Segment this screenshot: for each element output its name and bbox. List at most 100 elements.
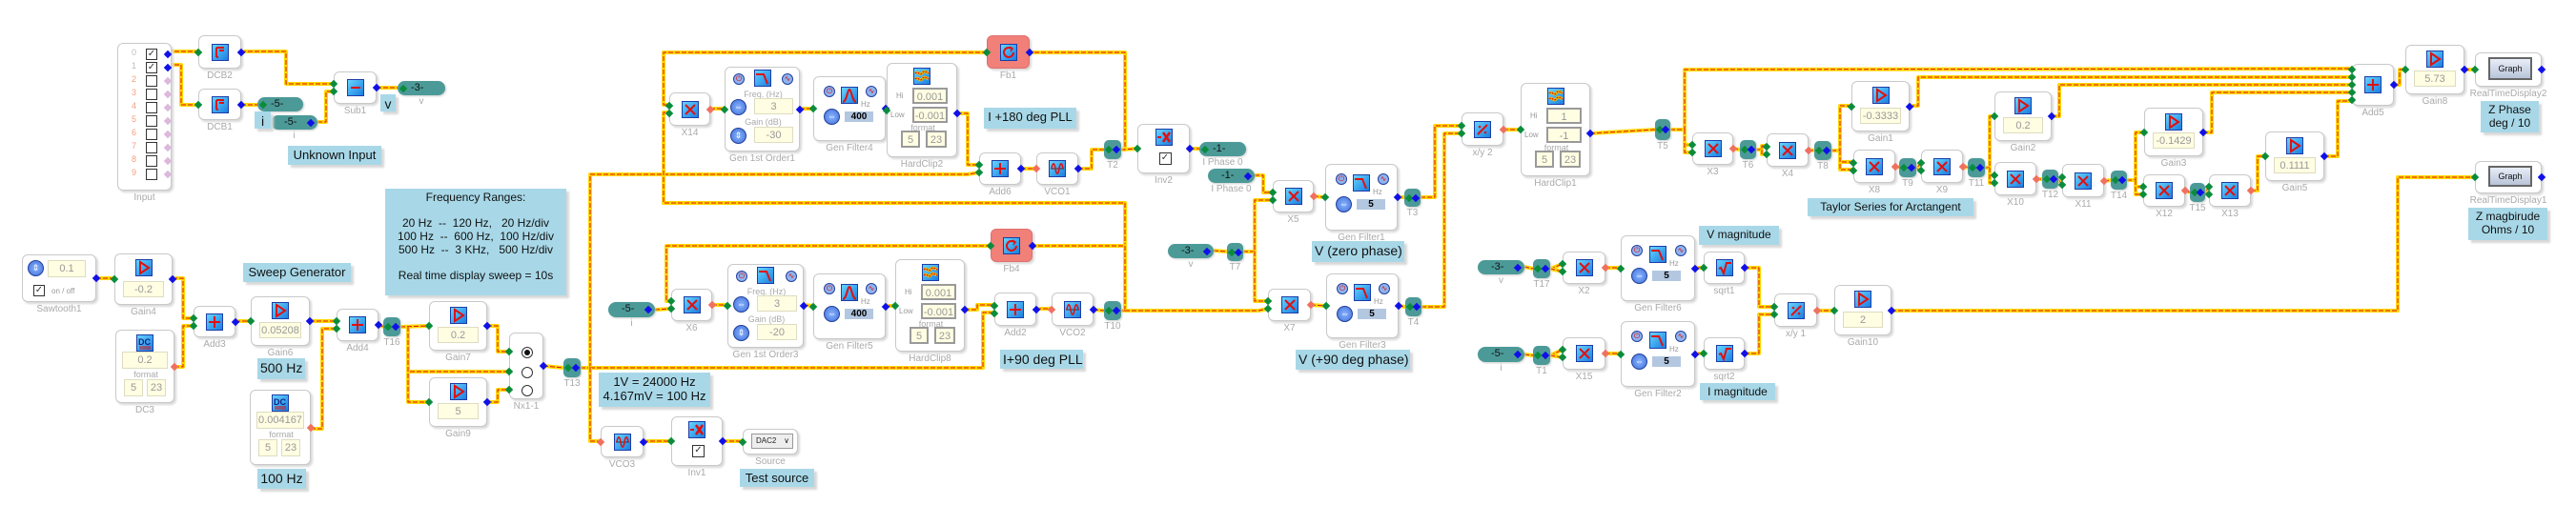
signal-tag-tag1b[interactable]: -1- <box>1208 169 1255 183</box>
format-digits-field[interactable]: 5 <box>901 131 920 148</box>
signal-wire[interactable] <box>589 172 980 368</box>
input-channel-checkbox[interactable] <box>146 169 157 180</box>
block-gain6[interactable]: 0.05208 <box>251 296 310 346</box>
signal-wire[interactable] <box>1243 198 1273 253</box>
hi-limit-field[interactable]: 0.001 <box>921 284 956 300</box>
gain-value-field[interactable]: -0.3333 <box>1860 108 1901 124</box>
format-digits-field[interactable]: 5 <box>124 379 143 396</box>
signal-wire[interactable] <box>957 112 979 166</box>
block-vco2[interactable] <box>1052 293 1094 326</box>
signal-wire[interactable] <box>1989 168 1994 184</box>
block-sawtooth1[interactable]: ⇕0.1✓on / off <box>22 254 96 302</box>
selector-radio-1[interactable] <box>521 347 533 358</box>
block-x14[interactable] <box>669 92 710 126</box>
input-channel-checkbox[interactable]: ✓ <box>146 62 157 73</box>
block-rtd2[interactable]: Graph <box>2475 52 2542 87</box>
signal-wire[interactable] <box>174 324 194 369</box>
gain-adjust-icon[interactable]: ⇕ <box>733 325 749 341</box>
block-x6[interactable] <box>671 289 712 321</box>
input-channel-checkbox[interactable] <box>146 155 157 167</box>
block-sqrt2[interactable] <box>1704 337 1745 370</box>
block-gain8[interactable]: 5.73 <box>2405 45 2464 94</box>
signal-tag-tag5c[interactable]: -5- <box>1478 347 1524 362</box>
invert-checkbox[interactable]: ✓ <box>692 445 705 457</box>
gain-db-field[interactable]: -30 <box>754 127 793 143</box>
signal-wire[interactable] <box>1421 132 1462 308</box>
signal-wire[interactable] <box>311 327 337 431</box>
signal-tag-tag3v2[interactable]: -3- <box>1168 244 1214 258</box>
signal-tag-tag3c[interactable]: -3- <box>1478 260 1524 274</box>
input-channel-checkbox[interactable] <box>146 75 157 87</box>
cutoff-frequency-field[interactable]: 5 <box>1652 271 1681 281</box>
source-select[interactable]: DAC2∨ <box>751 434 793 449</box>
gain-adjust-icon[interactable]: ⇕ <box>730 128 746 144</box>
format-decimals-field[interactable]: 23 <box>926 131 947 148</box>
signal-wire[interactable] <box>590 312 994 369</box>
frequency-adjust-icon[interactable]: ⇔ <box>733 296 749 313</box>
format-digits-field[interactable]: 5 <box>910 327 929 344</box>
signal-wire[interactable] <box>1523 266 1534 270</box>
block-inv1[interactable]: ✓ <box>671 416 723 466</box>
signal-wire[interactable] <box>173 277 194 319</box>
block-gain5[interactable]: 0.1111 <box>2265 131 2324 181</box>
cutoff-frequency-field[interactable]: 400 <box>845 111 873 122</box>
block-rtd1[interactable]: Graph <box>2475 161 2542 193</box>
hi-limit-field[interactable]: 1 <box>1546 108 1582 124</box>
block-sqrt1[interactable] <box>1704 252 1745 284</box>
block-dcb1[interactable] <box>198 89 241 120</box>
block-genfilter1[interactable]: ⏻∿Hz⇔5 <box>1325 164 1398 231</box>
selector-radio-2[interactable] <box>521 367 533 378</box>
block-sub1[interactable] <box>334 71 377 104</box>
block-add5[interactable] <box>2352 64 2394 106</box>
block-source[interactable]: DAC2∨ <box>743 429 798 454</box>
power-icon[interactable]: ⏻ <box>1631 245 1643 256</box>
input-channel-checkbox[interactable] <box>146 142 157 153</box>
block-xy2[interactable] <box>1462 112 1503 146</box>
power-icon[interactable]: ⏻ <box>1337 283 1348 294</box>
signal-wire[interactable] <box>1030 50 1127 151</box>
block-add2[interactable] <box>994 293 1036 326</box>
frequency-adjust-icon[interactable]: ⇔ <box>1337 306 1353 322</box>
on-off-checkbox[interactable]: ✓ <box>33 285 45 296</box>
signal-wire[interactable] <box>1756 145 1767 151</box>
signal-wire[interactable] <box>1243 199 1273 252</box>
signal-wire[interactable] <box>1589 129 1656 134</box>
signal-wire[interactable] <box>168 64 198 106</box>
selector-radio-3[interactable] <box>521 385 533 396</box>
gain-db-field[interactable]: -20 <box>757 324 797 340</box>
signal-wire[interactable] <box>1831 105 1851 151</box>
signal-wire[interactable] <box>1255 174 1273 193</box>
signal-wire[interactable] <box>1421 131 1462 309</box>
signal-wire[interactable] <box>487 325 509 353</box>
input-channel-checkbox[interactable] <box>146 102 157 113</box>
signal-wire[interactable] <box>965 304 994 311</box>
dc-value-field[interactable]: 0.2 <box>122 352 168 369</box>
power-icon[interactable]: ⏻ <box>1336 173 1347 185</box>
block-dcb2[interactable] <box>198 35 241 69</box>
gain-value-field[interactable]: 5.73 <box>2414 71 2456 87</box>
low-limit-field[interactable]: -0.001 <box>912 107 948 123</box>
signal-tag-tag1a[interactable]: -1- <box>1199 142 1246 156</box>
signal-tag-tag3v[interactable]: -3- <box>398 81 445 95</box>
up-down-icon[interactable]: ⇕ <box>28 260 44 276</box>
signal-wire[interactable] <box>1254 252 1268 302</box>
block-vco3[interactable] <box>601 426 644 457</box>
block-genfilter4[interactable]: ⏻∿Hz⇔400 <box>813 76 886 141</box>
signal-wire[interactable] <box>407 327 429 403</box>
block-gain7[interactable]: 0.2 <box>429 301 487 351</box>
signal-wire[interactable] <box>1891 176 2475 312</box>
frequency-adjust-icon[interactable]: ⇔ <box>824 306 840 322</box>
signal-wire[interactable] <box>1910 76 2352 107</box>
block-x13[interactable] <box>2209 174 2251 207</box>
cutoff-frequency-field[interactable]: 5 <box>1358 309 1386 319</box>
signal-wire[interactable] <box>2203 91 2352 134</box>
cutoff-frequency-field[interactable]: 5 <box>1652 356 1681 367</box>
signal-tag-tag5i[interactable]: -5- <box>608 302 655 317</box>
input-channel-checkbox[interactable] <box>146 129 157 140</box>
block-x11[interactable] <box>2062 164 2104 197</box>
block-x15[interactable] <box>1563 337 1605 370</box>
